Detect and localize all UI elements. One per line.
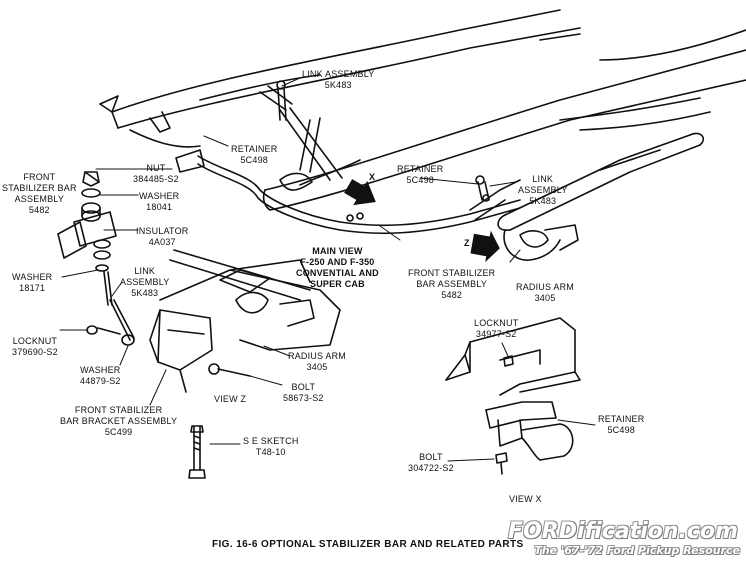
label-locknut-left: LOCKNUT 379690-S2: [12, 336, 58, 357]
label-retainer-mid: RETAINER 5C498: [397, 164, 444, 185]
stabilizer-bar-main: [175, 149, 521, 235]
figure-caption: FIG. 16-6 OPTIONAL STABILIZER BAR AND RE…: [212, 539, 524, 550]
label-washer-18171: WASHER 18171: [12, 272, 53, 293]
label-bolt-58673: BOLT 58673-S2: [283, 382, 324, 403]
label-radius-arm-left: RADIUS ARM 3405: [288, 351, 347, 372]
watermark-tagline: The '67-'72 Ford Pickup Resource: [534, 544, 740, 557]
label-retainer-right: RETAINER 5C498: [598, 414, 645, 435]
label-washer-44879: WASHER 44879-S2: [80, 365, 121, 386]
label-bolt-304722: BOLT 304722-S2: [408, 452, 454, 473]
label-front-stabilizer-bar-assembly-mid: FRONT STABILIZER BAR ASSEMBLY 5482: [408, 268, 496, 300]
label-arrow-x: X: [369, 172, 376, 182]
links-main: [276, 80, 490, 222]
label-insulator: INSULATOR 4A037: [136, 226, 189, 247]
leader-lines: [59, 77, 596, 462]
label-view-x: VIEW X: [509, 494, 542, 504]
view-arrows: [344, 179, 500, 263]
label-main-view: MAIN VIEW F-250 AND F-350 CONVENTIAL AND…: [296, 246, 379, 289]
cross-member: [259, 85, 343, 181]
label-washer-18041: WASHER 18041: [139, 191, 180, 212]
label-locknut-right: LOCKNUT 34977-S2: [474, 318, 519, 339]
label-se-sketch: S E SKETCH T48-10: [243, 436, 299, 457]
label-retainer-top: RETAINER 5C498: [231, 144, 278, 165]
view-x-assembly: [445, 317, 581, 475]
label-link-assembly-right: LINK ASSEMBLY 5K483: [518, 174, 568, 206]
label-radius-arm-right: RADIUS ARM 3405: [516, 282, 575, 303]
label-view-z: VIEW Z: [214, 394, 247, 404]
radius-arm-main: [497, 132, 705, 261]
label-nut: NUT 384485-S2: [133, 163, 179, 184]
watermark-site: FORDification.com: [508, 519, 738, 544]
frame-rails: [99, 9, 746, 211]
label-link-assembly-top: LINK ASSEMBLY 5K483: [302, 69, 375, 90]
left-stack: [57, 171, 135, 346]
view-z-assembly: [149, 249, 341, 393]
label-link-assembly-left: LINK ASSEMBLY 5K483: [120, 266, 170, 298]
se-sketch-bolt: [188, 425, 206, 479]
label-bracket-assembly: FRONT STABILIZER BAR BRACKET ASSEMBLY 5C…: [60, 405, 178, 437]
label-arrow-z: Z: [464, 238, 470, 248]
label-front-stabilizer-bar-assembly-left: FRONT STABILIZER BAR ASSEMBLY 5482: [2, 172, 77, 215]
